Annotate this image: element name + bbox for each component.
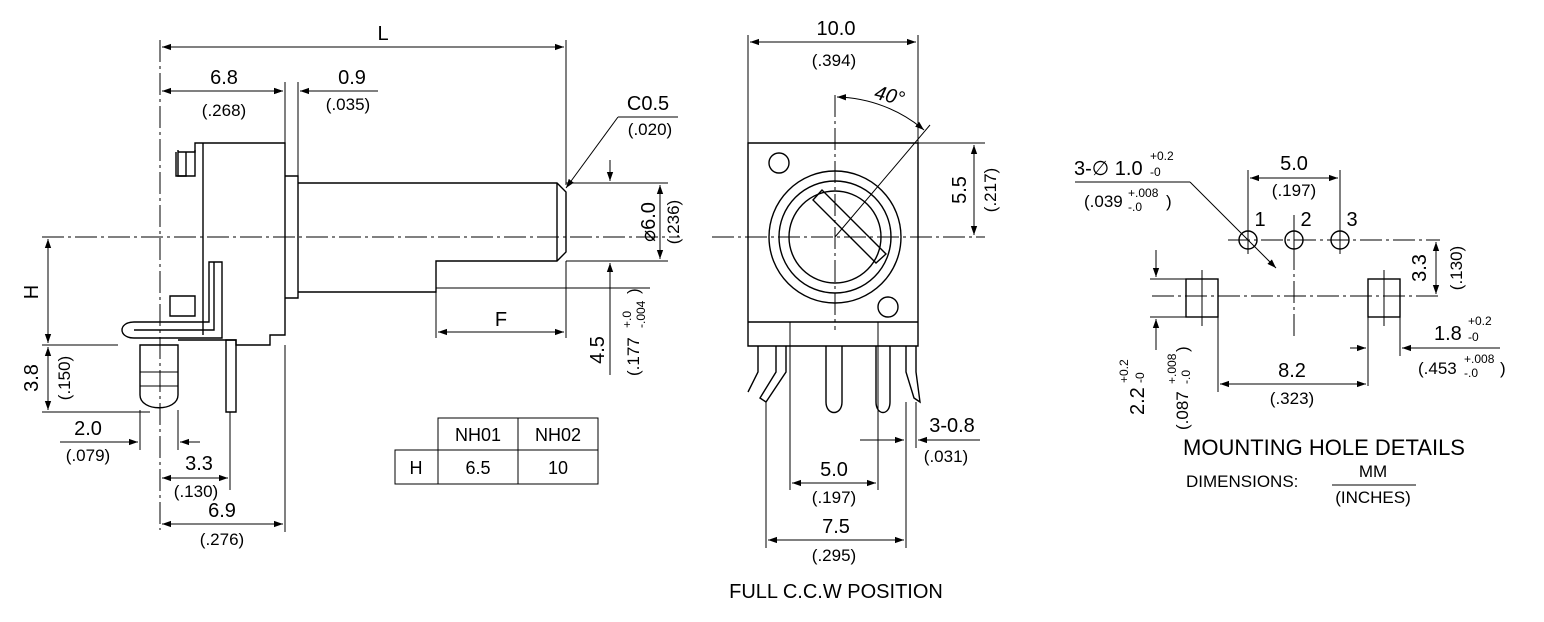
svg-text:+0.2: +0.2 [1117,359,1131,383]
dim-c05-in: (.020) [628,120,672,139]
svg-text:(.087: (.087 [1173,391,1192,430]
front-view: 40° 10.0 (.394) 5.5 (.217) 3-0.8 (.031) [712,18,1000,603]
potentiometer-body [121,142,567,413]
svg-text:1.8: 1.8 [1434,323,1462,345]
svg-text:(.453: (.453 [1418,359,1457,378]
svg-text:): ) [1500,359,1506,378]
svg-text:-0: -0 [1133,372,1147,383]
mounting-title: MOUNTING HOLE DETAILS [1183,435,1465,460]
svg-text:+.008: +.008 [1464,352,1495,366]
svg-text:+.008: +.008 [1128,186,1159,200]
dimensions-label: DIMENSIONS: [1186,472,1298,491]
hole-callout: 3-∅ 1.0 +0.2 -0 (.039 +.008 -.0 ) [1074,149,1174,214]
mount-dim-3-3-in: (.130) [1447,246,1466,290]
svg-text:-.0: -.0 [1128,200,1142,214]
svg-text:-.0: -.0 [1179,370,1193,384]
svg-text:+0.2: +0.2 [1468,314,1492,328]
svg-text:(.039: (.039 [1084,192,1123,211]
unit-mm: MM [1359,462,1387,481]
front-pins [747,322,921,490]
locator-hole-bottom [877,296,899,318]
dim-3-0-8-in: (.031) [924,447,968,466]
pin-label-2: 2 [1300,209,1311,231]
svg-text:+0.2: +0.2 [1150,149,1174,163]
dim-3-3: 3.3 [185,453,213,475]
variant-table: NH01 NH02 H 6.5 10 [394,417,599,485]
dim-10-0: 10.0 [817,18,856,40]
svg-text:): ) [1166,192,1172,211]
svg-text:+.008: +.008 [1165,353,1179,384]
mount-dim-8-2: 8.2 [1278,360,1306,382]
side-view: L 6.8 (.268) 0.9 (.035) C0.5 (.020) ⌀6.0… [21,23,683,549]
angle-label: 40° [872,82,907,111]
mount-dim-3-3: 3.3 [1409,254,1431,282]
svg-text:+.0: +.0 [620,311,634,328]
dim-5-5: 5.5 [949,176,971,204]
pin-label-3: 3 [1346,209,1357,231]
table-row-label: H [410,458,423,478]
table-cell-nh02: 10 [548,458,568,478]
svg-text:3-∅ 1.0: 3-∅ 1.0 [1074,158,1143,180]
dim-6-8-in: (.268) [202,101,246,120]
table-cell-nh01: 6.5 [465,458,490,478]
dim-3-8-in: (.150) [55,356,74,400]
dim-6-9-in: (.276) [200,530,244,549]
dim-7-5-in: (.295) [812,546,856,565]
mount-dim-5-0: 5.0 [1280,153,1308,175]
dim-10-0-in: (.394) [812,51,856,70]
svg-text:-0: -0 [1468,330,1479,344]
svg-text:-.0: -.0 [1464,366,1478,380]
mount-dim-1-8-group: 1.8 +0.2 -0 (.453 +.008 -.0 ) [1418,314,1506,380]
front-body [747,142,919,347]
dim-6-8: 6.8 [210,67,238,89]
dim-H: H [21,285,43,299]
dim-5-0-in: (.197) [812,488,856,507]
mount-dim-5-0-in: (.197) [1272,181,1316,200]
svg-text:(.177: (.177 [624,337,643,376]
front-view-caption: FULL C.C.W POSITION [729,581,943,603]
dim-phi-in: (.236) [664,200,683,244]
svg-text:): ) [1173,346,1192,352]
mount-dim-2-2-in-group: (.087 +.008 -.0 ) [1165,346,1193,430]
dim-0-9: 0.9 [338,67,366,89]
pin-label-1: 1 [1254,209,1265,231]
dim-2-0: 2.0 [74,418,102,440]
dim-phi: ⌀6.0 [638,202,660,242]
hole-leader [1189,181,1277,269]
c05-leader [565,116,619,189]
mounting-hole-details: 1 2 3 3-∅ 1.0 +0.2 -0 (.039 +.008 -.0 ) … [1074,149,1506,507]
svg-text:): ) [624,288,643,294]
dim-3-3-in: (.130) [174,482,218,501]
table-header-nh02: NH02 [535,425,581,445]
dim-c05: C0.5 [627,93,669,115]
dim-6-9: 6.9 [208,500,236,522]
dim-L: L [377,23,388,45]
dim-0-9-in: (.035) [326,95,370,114]
dim-2-0-in: (.079) [66,446,110,465]
knob-slot [812,188,888,264]
knob-outer [768,170,902,304]
table-header-nh01: NH01 [455,425,501,445]
dim-3-0-8: 3-0.8 [929,415,975,437]
dim-5-0: 5.0 [820,459,848,481]
unit-inches: (INCHES) [1335,488,1411,507]
dim-7-5: 7.5 [822,516,850,538]
svg-text:-0: -0 [1150,165,1161,179]
svg-text:2.2: 2.2 [1127,387,1149,415]
dim-4-5: 4.5 [587,336,609,364]
mount-dim-8-2-in: (.323) [1270,389,1314,408]
dim-5-5-in: (.217) [981,168,1000,212]
locator-hole-top [768,152,790,174]
mount-dim-2-2-group: 2.2 +0.2 -0 [1117,359,1149,415]
dim-4-5-in-group: (.177 +.0 -.004 ) [620,288,648,376]
dim-F: F [495,309,507,331]
dim-3-8: 3.8 [21,364,43,392]
svg-text:-.004: -.004 [634,300,648,328]
